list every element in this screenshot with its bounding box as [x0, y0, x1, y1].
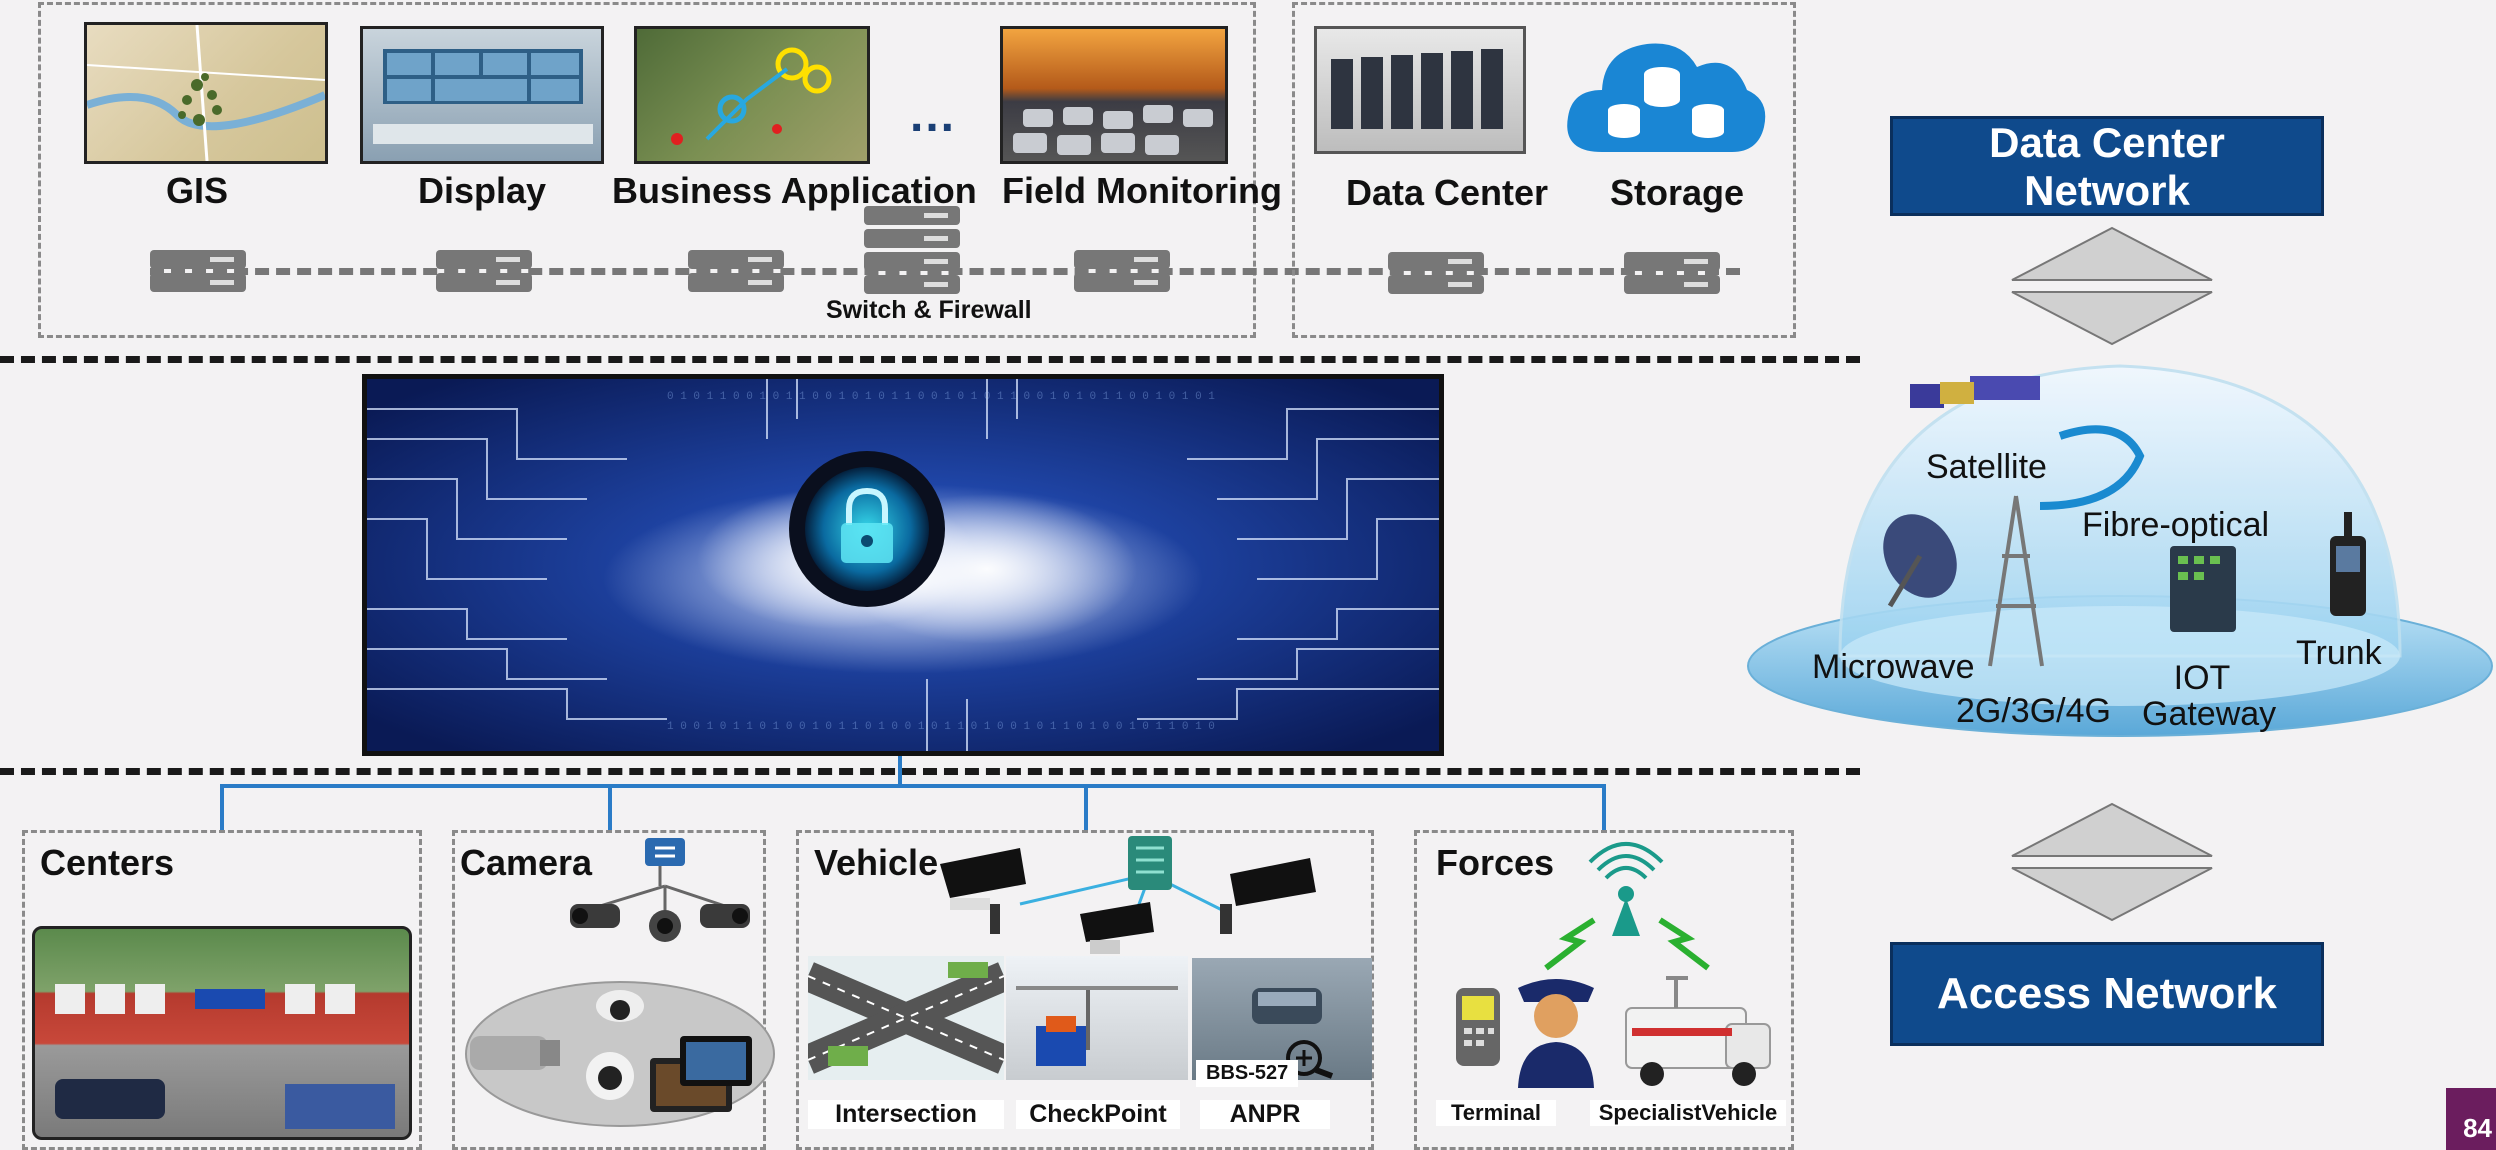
forces-illustration: [1456, 842, 1771, 1088]
double-arrow-top: [2011, 226, 2213, 346]
camera-label: Camera: [460, 842, 593, 883]
data-center-network-box: Data Center Network: [1890, 116, 2324, 216]
radio-tower-icon: [1588, 842, 1664, 936]
server-icon: [1624, 252, 1720, 296]
camera-products: [465, 981, 775, 1127]
server-icon: [688, 250, 784, 294]
storage-label: Storage: [1610, 172, 1745, 213]
switch-firewall-label: Switch & Firewall: [826, 296, 1032, 324]
secure-cloud-panel: 0 1 0 1 1 0 0 1 0 1 1 0 0 1 0 1 0 1 1 0 …: [362, 374, 1444, 756]
access-network-dome: [1747, 364, 2493, 737]
cctv-camera-icon: [1220, 858, 1316, 934]
connector-drop: [220, 784, 224, 832]
iot-gateway-label: IOT Gateway: [2142, 659, 2277, 733]
microwave-dish-icon: [1883, 514, 1957, 608]
forces-sub-specialist-vehicle: SpecialistVehicle: [1590, 1100, 1786, 1126]
switch-firewall-icon: [864, 206, 960, 296]
server-icon: [150, 250, 246, 294]
microwave-label: Microwave: [1812, 648, 1975, 686]
anpr-photo: [1192, 958, 1372, 1080]
access-network-box: Access Network: [1890, 942, 2324, 1046]
trunk-radio-icon: [2330, 512, 2366, 616]
server-icon: [436, 250, 532, 294]
connector-drop: [608, 784, 612, 832]
gis-thumbnail: [84, 22, 328, 164]
field-monitoring-label: Field Monitoring: [1002, 170, 1282, 211]
cctv-camera-icon: [570, 838, 750, 942]
connector-drop: [1084, 784, 1088, 832]
display-label: Display: [418, 170, 547, 211]
centers-photo: [32, 926, 412, 1140]
checkpoint-photo: [1006, 956, 1188, 1080]
vehicle-sub-checkpoint: CheckPoint: [1016, 1100, 1180, 1129]
cloud-storage-icon: [1567, 43, 1766, 152]
forces-label: Forces: [1436, 842, 1555, 883]
connector-trunk: [898, 756, 902, 786]
gis-label: GIS: [166, 170, 229, 211]
server-icon: [1074, 250, 1170, 294]
cctv-camera-icon: [1080, 902, 1154, 954]
applications-group: [38, 2, 1256, 338]
terminal-phone-icon: [1456, 988, 1500, 1066]
specialist-vehicle-icon: [1625, 976, 1771, 1086]
vehicle-sub-intersection: Intersection: [808, 1100, 1004, 1129]
connector-drop: [1602, 784, 1606, 832]
anpr-plate: BBS-527: [1196, 1060, 1299, 1087]
data-center-thumbnail: [1314, 26, 1526, 154]
vehicle-group: [796, 830, 1374, 1150]
camera-group: [452, 830, 766, 1150]
officer-icon: [1518, 979, 1594, 1088]
datacenter-group: [1292, 2, 1796, 338]
connector-bar: [220, 784, 1604, 788]
vehicle-sub-anpr: ANPR: [1200, 1100, 1330, 1129]
centers-label: Centers: [40, 842, 175, 883]
forces-sub-terminal: Terminal: [1436, 1100, 1556, 1126]
fibre-optical-label: Fibre-optical: [2082, 506, 2270, 544]
bottom-divider: [0, 768, 1860, 775]
business-application-label: Business Application: [612, 170, 977, 211]
server-chain-line: [150, 268, 1740, 275]
trunk-label: Trunk: [2296, 634, 2382, 672]
lock-icon: [841, 487, 893, 563]
server-icon: [1388, 252, 1484, 296]
svg-text:1 0 0 1 0 1 1 0 1 0 0 1 0 1 1: 1 0 0 1 0 1 1 0 1 0 0 1 0 1 1 0 1 0 0 1 …: [667, 721, 1215, 733]
double-arrow-bottom: [2011, 802, 2213, 922]
vehicle-label: Vehicle: [814, 842, 939, 883]
svg-text:0 1 0 1 1 0 0 1 0 1 1 0 0 1 0: 0 1 0 1 1 0 0 1 0 1 1 0 0 1 0 1 0 1 1 0 …: [667, 391, 1215, 403]
cctv-camera-icon: [940, 848, 1026, 934]
page-number: 84: [2446, 1088, 2496, 1150]
field-monitoring-thumbnail: [1000, 26, 1228, 164]
business-application-thumbnail: [634, 26, 870, 164]
satellite-icon: [1910, 376, 2040, 408]
satellite-label: Satellite: [1926, 448, 2047, 486]
fibre-optic-icon: [2039, 425, 2145, 510]
data-center-label: Data Center: [1346, 172, 1549, 213]
centers-group: [22, 830, 422, 1150]
intersection-photo: [808, 956, 1004, 1080]
display-thumbnail: [360, 26, 604, 164]
ellipsis: ...: [910, 89, 957, 142]
top-divider: [0, 356, 1860, 363]
cell-tower-icon: [1988, 495, 2044, 667]
iot-gateway-icon: [2170, 546, 2236, 632]
forces-group: [1414, 830, 1794, 1150]
vehicle-cctv-network: [940, 836, 1316, 954]
cellular-label: 2G/3G/4G: [1956, 692, 2111, 730]
